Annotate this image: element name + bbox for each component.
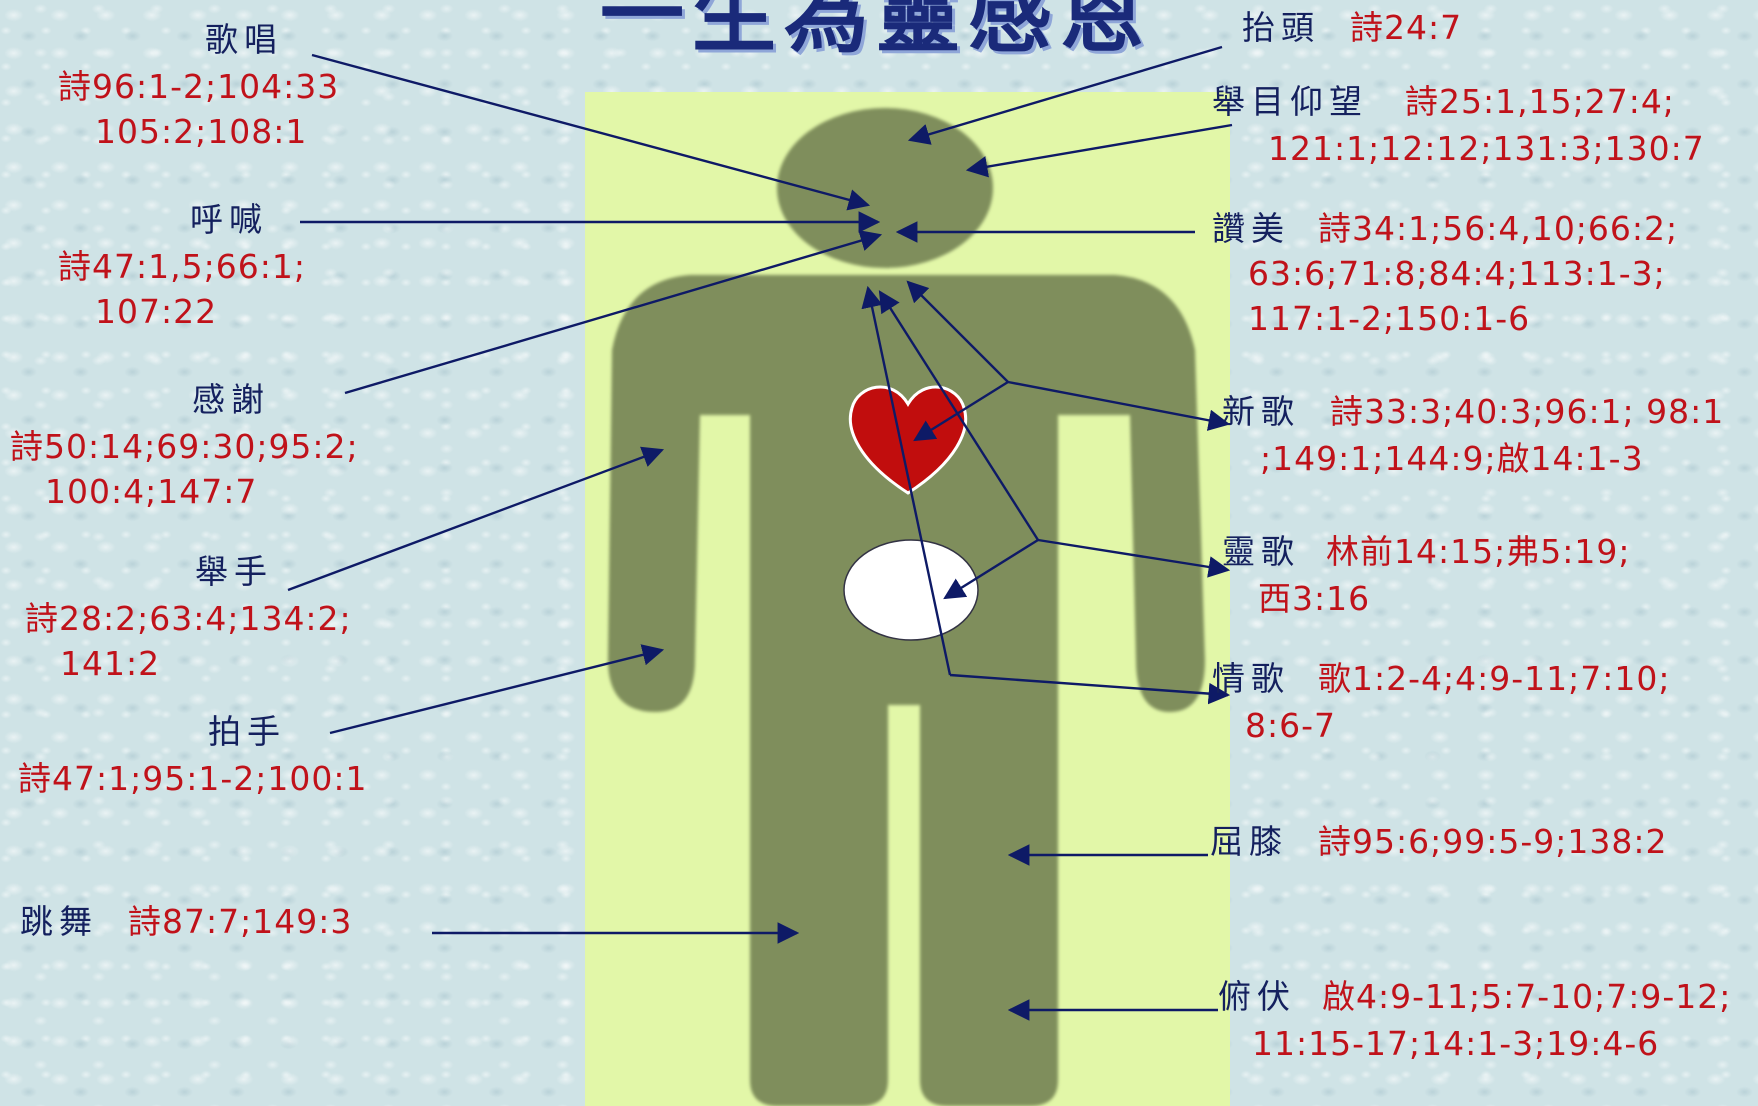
arrow-love-song-a: [861, 285, 952, 676]
connector-arrows: [287, 45, 1233, 1021]
arrow-spirit-song-b: [943, 538, 1039, 600]
ref-lift-hands-1: 詩28:2;63:4;134:2;: [25, 599, 352, 638]
ref-thanks-2: 100:4;147:7: [45, 472, 258, 511]
label-lift-hands: 舉手: [195, 552, 273, 591]
ref-thanks-1: 詩50:14;69:30;95:2;: [10, 427, 359, 466]
arrow-spirit-song-c: [1037, 538, 1231, 578]
ref-new-song-2: ;149:1;144:9;啟14:1-3: [1260, 439, 1644, 478]
label-dance: 跳舞: [20, 902, 98, 941]
ref-dance: 詩87:7;149:3: [128, 902, 353, 941]
arrow-love-song-b: [949, 673, 1231, 705]
label-clap: 拍手: [208, 712, 286, 751]
label-love-song: 情歌: [1212, 659, 1290, 698]
label-kneel: 屈膝: [1210, 822, 1288, 861]
label-bow-down: 俯伏: [1218, 977, 1296, 1016]
label-praise: 讚美: [1212, 209, 1290, 248]
arrow-sing: [311, 53, 871, 211]
arrow-thanks: [344, 230, 883, 395]
ref-bow-down-2: 11:15-17;14:1-3;19:4-6: [1252, 1024, 1660, 1063]
ref-clap-1: 詩47:1;95:1-2;100:1: [18, 759, 368, 798]
figure-torso: [608, 275, 1205, 1106]
ref-spirit-song-2: 西3:16: [1258, 579, 1371, 618]
ref-sing-1: 詩96:1-2;104:33: [58, 67, 340, 106]
label-spirit-song: 靈歌: [1222, 532, 1300, 571]
ref-look-up-2: 121:1;12:12;131:3;130:7: [1268, 129, 1705, 168]
ref-lift-hands-2: 141:2: [60, 644, 161, 683]
arrow-new-song-a: [906, 280, 1009, 383]
arrow-clap: [329, 644, 665, 735]
heart: [848, 385, 968, 495]
ref-shout-1: 詩47:1,5;66:1;: [58, 247, 306, 286]
label-thanks: 感謝: [192, 380, 270, 419]
ref-praise-3: 117:1-2;150:1-6: [1248, 299, 1531, 338]
ref-kneel: 詩95:6;99:5-9;138:2: [1318, 822, 1668, 861]
ref-bow-down-1: 啟4:9-11;5:7-10;7:9-12;: [1322, 977, 1732, 1016]
page-title: 一生為靈感恩: [600, 0, 1153, 64]
arrow-new-song-b: [913, 380, 1009, 442]
human-figure: [608, 108, 1205, 1106]
ref-praise-2: 63:6;71:8;84:4;113:1-3;: [1248, 254, 1666, 293]
arrow-lift-hands: [287, 446, 665, 592]
ref-sing-2: 105:2;108:1: [95, 112, 308, 151]
label-sing: 歌唱: [205, 20, 283, 59]
spirit-oval: [843, 539, 979, 641]
label-look-up: 舉目仰望: [1212, 82, 1368, 121]
label-new-song: 新歌: [1222, 392, 1300, 431]
ref-look-up-1: 詩25:1,15;27:4;: [1405, 82, 1675, 121]
ref-lift-head: 詩24:7: [1350, 8, 1463, 47]
arrow-new-song-c: [1007, 380, 1231, 431]
ref-love-song-1: 歌1:2-4;4:9-11;7:10;: [1318, 659, 1671, 698]
ref-spirit-song-1: 林前14:15;弗5:19;: [1326, 532, 1631, 571]
label-shout: 呼喊: [190, 200, 268, 239]
figure-head: [777, 108, 993, 268]
ref-shout-2: 107:22: [95, 292, 218, 331]
label-lift-head: 抬頭: [1242, 8, 1320, 47]
ref-love-song-2: 8:6-7: [1245, 706, 1337, 745]
ref-praise-1: 詩34:1;56:4,10;66:2;: [1318, 209, 1679, 248]
arrow-spirit-song-a: [878, 290, 1040, 541]
arrow-lift-head: [907, 45, 1223, 145]
ref-new-song-1: 詩33:3;40:3;96:1; 98:1: [1330, 392, 1725, 431]
arrow-look-up: [965, 123, 1233, 178]
